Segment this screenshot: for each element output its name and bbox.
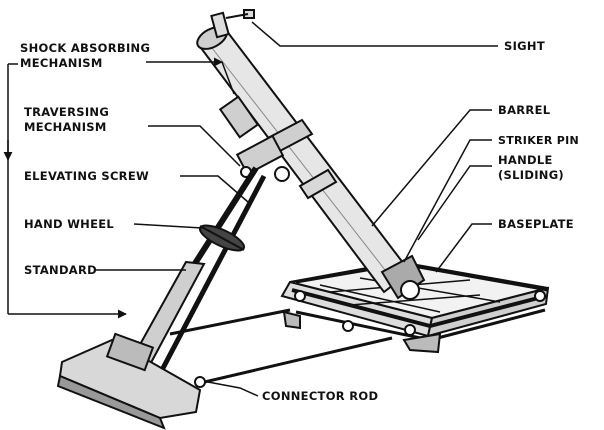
label-connector-rod: CONNECTOR ROD (262, 389, 378, 403)
label-handle-sliding: (SLIDING) (498, 168, 564, 182)
leader-lines (3, 21, 498, 397)
footplate-drawing (56, 332, 202, 430)
label-baseplate: BASEPLATE (498, 217, 574, 231)
barrel-drawing (196, 26, 426, 300)
mechanism-drawing (218, 95, 290, 182)
label-hand-wheel: HAND WHEEL (24, 217, 114, 231)
label-standard: STANDARD (24, 263, 97, 277)
label-barrel: BARREL (498, 103, 551, 117)
label-traversing-mechanism: MECHANISM (24, 120, 107, 134)
label-striker-pin: STRIKER PIN (498, 134, 579, 147)
label-elevating-screw: ELEVATING SCREW (24, 169, 149, 183)
label-traversing: TRAVERSING (24, 105, 109, 119)
connector-rods-drawing (169, 308, 393, 388)
label-shock-absorbing: SHOCK ABSORBING (20, 41, 150, 55)
label-shock-absorbing-mechanism: MECHANISM (20, 56, 103, 70)
label-handle: HANDLE (498, 153, 553, 167)
label-sight: SIGHT (504, 39, 545, 53)
sight-drawing (210, 9, 255, 39)
